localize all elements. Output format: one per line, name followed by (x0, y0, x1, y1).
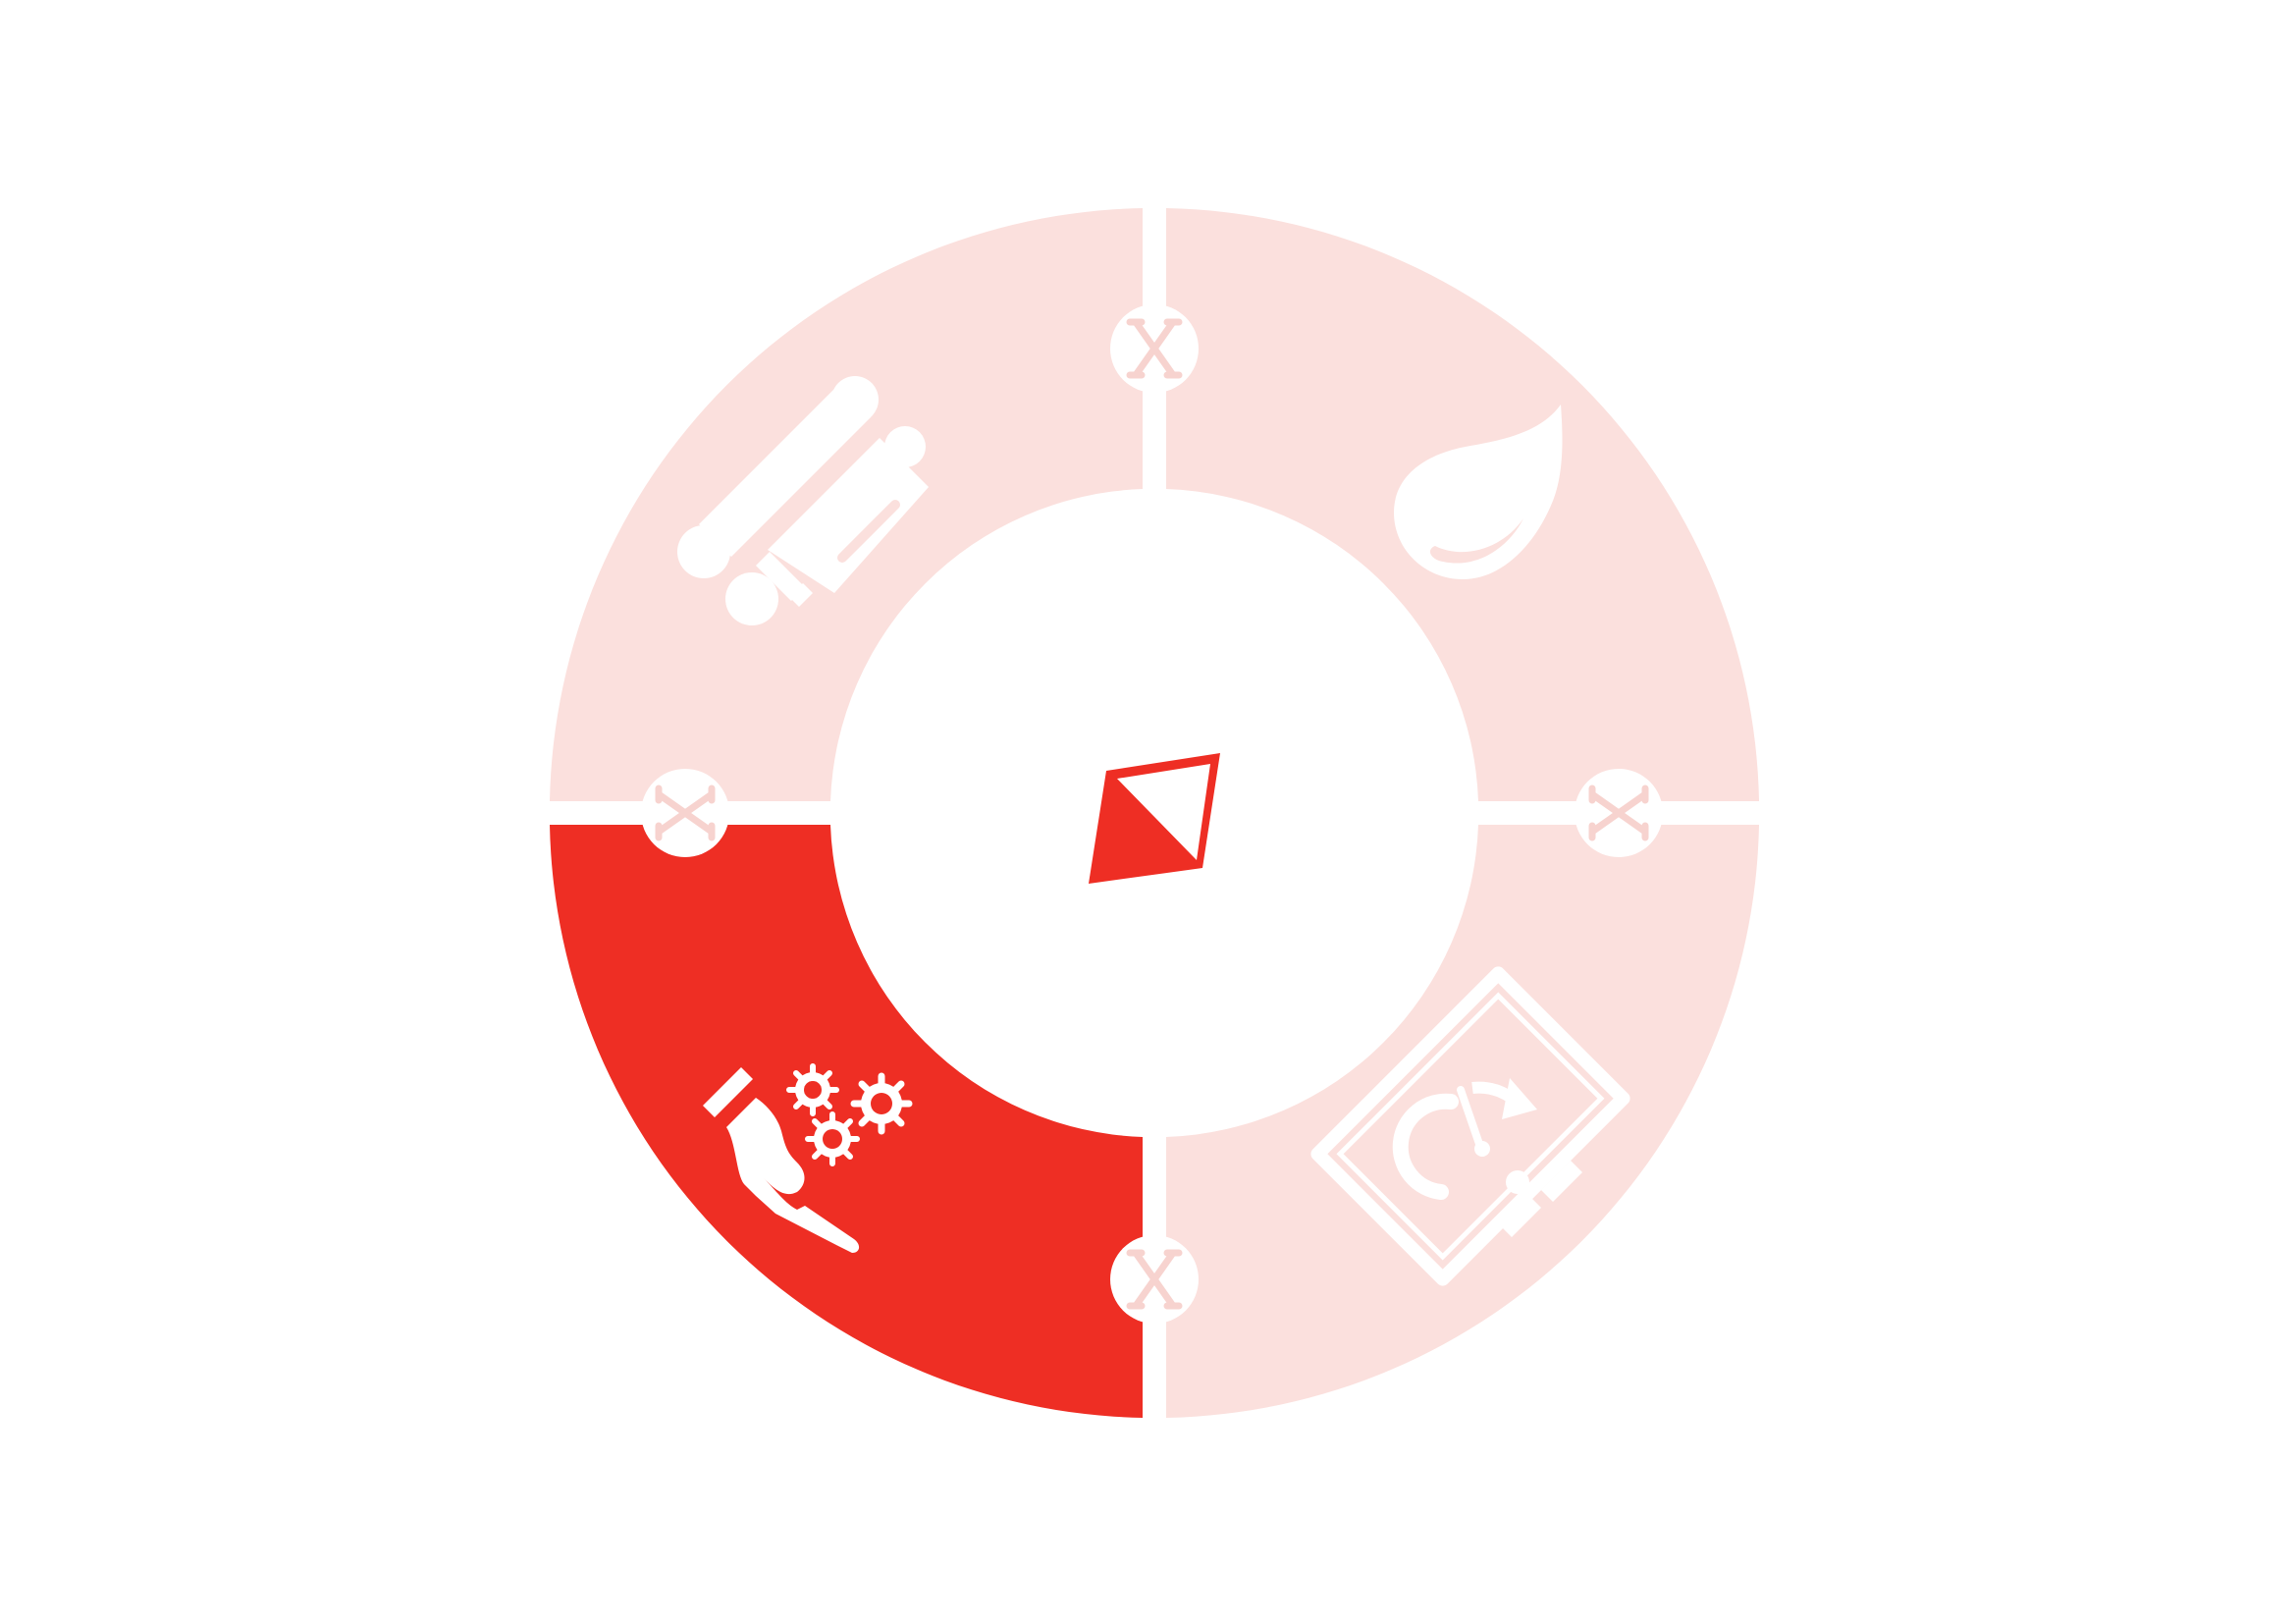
orienteering-flag-icon[interactable] (1089, 753, 1220, 884)
gear-icon (850, 1072, 913, 1135)
connector-top[interactable] (1110, 304, 1199, 393)
gear-icon (786, 1063, 839, 1116)
hand-gears-icon (703, 1063, 913, 1253)
x-mark-icon (1588, 785, 1649, 841)
x-mark-icon (1126, 318, 1183, 379)
x-mark-icon (655, 785, 716, 841)
connector-bottom[interactable] (1110, 1235, 1199, 1324)
conveyor-rollers-icon (677, 376, 929, 625)
connector-right[interactable] (1575, 769, 1663, 857)
x-mark-icon (1126, 1249, 1183, 1310)
connector-left[interactable] (641, 769, 729, 857)
segment-bottom-right[interactable] (1166, 825, 1759, 1418)
speed-gauge-banknote-icon (1310, 966, 1630, 1286)
gear-icon (805, 1111, 860, 1166)
leaf-icon (1394, 405, 1563, 579)
